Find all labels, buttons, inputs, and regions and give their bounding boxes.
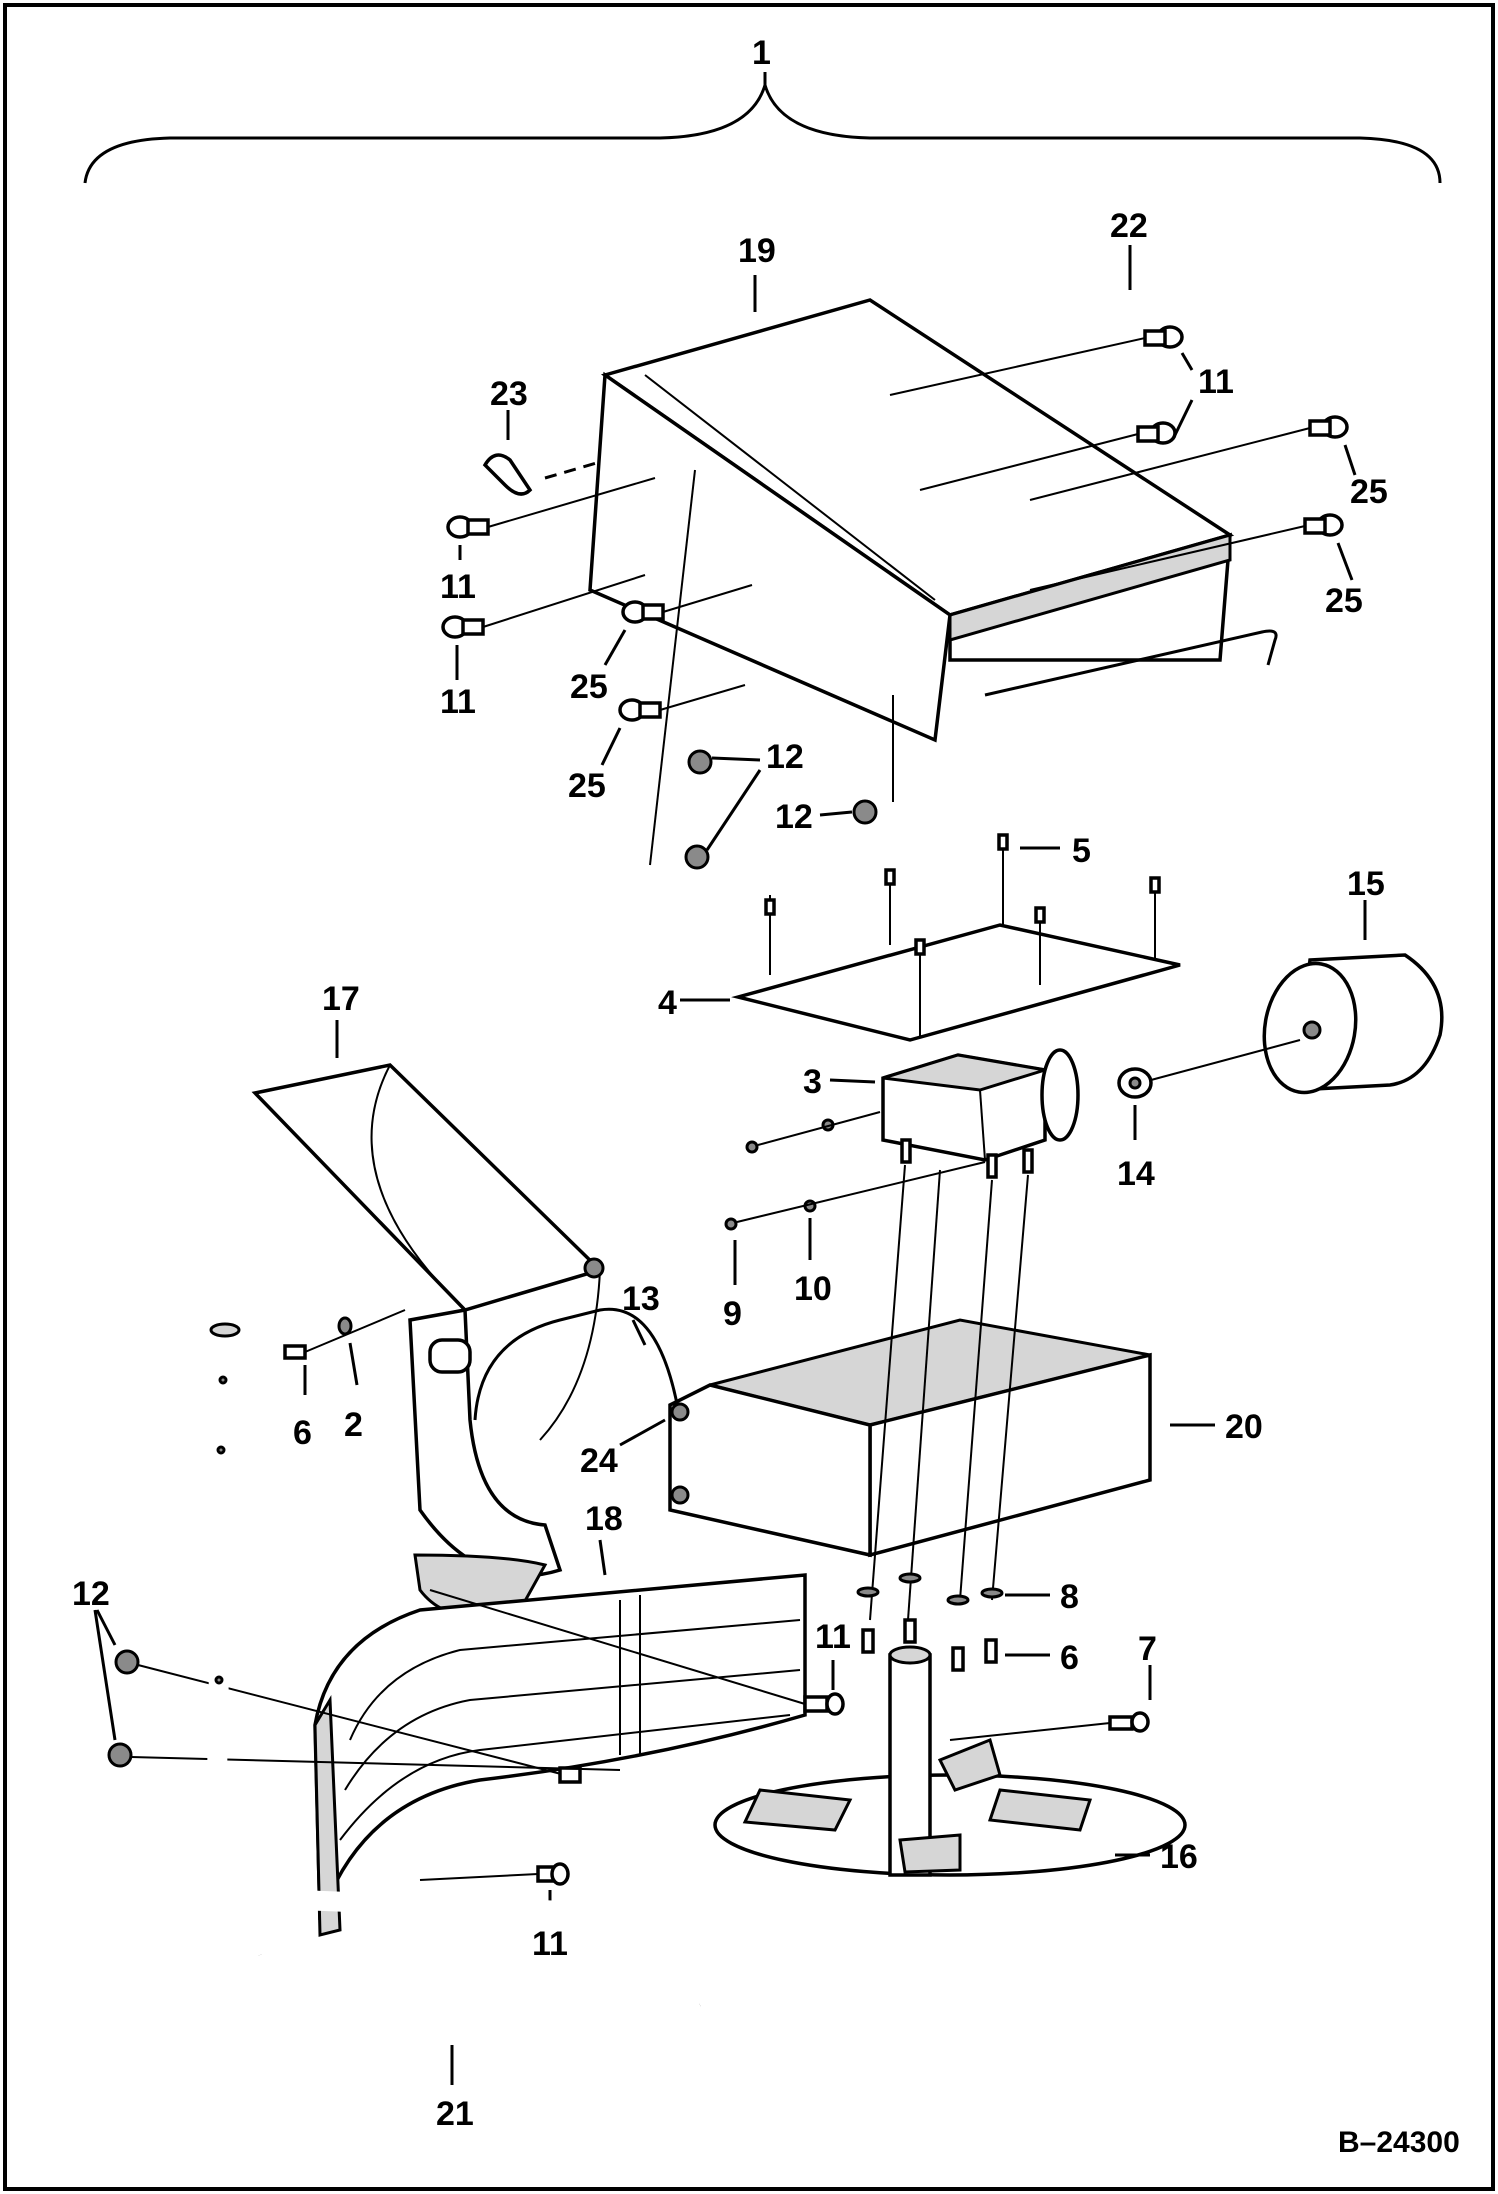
screw-6-hopper — [283, 1309, 406, 1360]
callout-23: 23 — [490, 375, 528, 413]
callout-11-c: 11 — [1198, 363, 1234, 401]
callout-12-a: 12 — [766, 738, 804, 776]
bolt-25-right-lower — [1029, 513, 1344, 591]
bolt-11-left-upper — [446, 477, 656, 539]
figure-reference: B–24300 — [1338, 2126, 1460, 2159]
nut-12-b — [649, 469, 710, 870]
callout-12-d: 12 — [72, 1575, 110, 1613]
plate-part-4 — [731, 833, 1181, 1042]
leader-12-a1 — [711, 756, 761, 762]
callout-21: 21 — [436, 2095, 474, 2133]
callout-11-d: 11 — [815, 1618, 851, 1656]
callout-6-mount: 6 — [1060, 1639, 1079, 1677]
mounting-bolts-6 — [856, 1164, 1029, 1672]
screw-9-upper — [745, 1111, 881, 1154]
callout-17: 17 — [322, 980, 360, 1018]
callout-16: 16 — [1160, 1838, 1198, 1876]
leader-11-c1 — [1180, 352, 1194, 371]
callout-19: 19 — [738, 232, 776, 270]
handle-part-22 — [984, 629, 1278, 697]
callout-8: 8 — [1060, 1578, 1079, 1616]
leader-25-b — [600, 727, 622, 766]
leader-13 — [631, 1319, 647, 1346]
cotter-pin-23 — [482, 453, 601, 496]
bolt-25-low — [618, 684, 746, 722]
bolt-11-shield-lower — [419, 1862, 570, 1886]
bolt-25-mid — [621, 584, 753, 624]
callout-3: 3 — [803, 1063, 822, 1101]
callout-25-c: 25 — [1350, 473, 1388, 511]
callout-11-a: 11 — [440, 568, 476, 606]
bolt-11-right-upper — [889, 325, 1184, 396]
bolt-11-shield-upper — [429, 1589, 845, 1716]
callout-9: 9 — [723, 1295, 742, 1333]
assembly-brace — [83, 79, 1442, 184]
callout-6-hopper: 6 — [293, 1414, 312, 1452]
callout-1: 1 — [752, 34, 771, 72]
box-part-20 — [668, 1318, 1152, 1558]
nut-12-c — [852, 695, 894, 825]
callout-13: 13 — [622, 1280, 660, 1318]
callout-18: 18 — [585, 1500, 623, 1538]
callout-20: 20 — [1225, 1408, 1263, 1446]
leader-3 — [829, 1078, 876, 1084]
leader-12-c — [819, 810, 853, 817]
leader-12-d1 — [95, 1609, 117, 1646]
callout-7: 7 — [1138, 1630, 1157, 1668]
spinner-disc-part-16 — [713, 1645, 1187, 1877]
callout-10: 10 — [794, 1270, 832, 1308]
callout-4: 4 — [658, 984, 677, 1022]
callout-24: 24 — [580, 1442, 618, 1480]
nut-12-a — [687, 749, 713, 775]
callout-15: 15 — [1347, 865, 1385, 903]
shield-part-18 — [313, 1573, 807, 1937]
leader-18 — [598, 1539, 607, 1576]
callout-11-b: 11 — [440, 683, 476, 721]
callout-14: 14 — [1117, 1155, 1155, 1193]
frame-part-21 — [204, 1322, 842, 2043]
callout-22: 22 — [1110, 207, 1148, 245]
leader-12-a2 — [705, 769, 762, 851]
leader-11-c2 — [1173, 399, 1194, 436]
leader-25-d — [1336, 542, 1354, 581]
bolt-7 — [949, 1711, 1150, 1741]
leader-12-d2 — [93, 1609, 117, 1741]
callout-11-e: 11 — [532, 1925, 568, 1963]
coupling-part-14 — [1117, 1039, 1301, 1099]
motor-part-15 — [1262, 953, 1444, 1095]
hopper-part-17 — [251, 1063, 605, 1619]
cable-part-13 — [473, 1307, 682, 1421]
callout-labels: 1 2 3 4 5 6 6 7 8 9 10 11 11 11 11 11 12… — [72, 34, 1388, 2133]
callout-12-c: 12 — [775, 798, 813, 836]
callout-25-b: 25 — [568, 767, 606, 805]
callout-25-d: 25 — [1325, 582, 1363, 620]
gearbox-part-3 — [881, 1048, 1080, 1179]
leader-24 — [619, 1418, 666, 1447]
callout-25-a: 25 — [570, 668, 608, 706]
leader-2 — [348, 1342, 359, 1386]
callout-5: 5 — [1072, 832, 1091, 870]
bolt-25-right-upper — [1029, 415, 1349, 501]
callout-2: 2 — [344, 1406, 363, 1444]
bolt-11-left-lower — [441, 574, 646, 639]
screw-9-lower — [724, 1161, 986, 1231]
page-border — [3, 3, 1495, 2191]
leader-25-c — [1343, 444, 1357, 476]
leader-25-a — [603, 629, 627, 666]
cover-part-19 — [588, 298, 1235, 743]
bolt-11-right-lower — [919, 421, 1177, 491]
